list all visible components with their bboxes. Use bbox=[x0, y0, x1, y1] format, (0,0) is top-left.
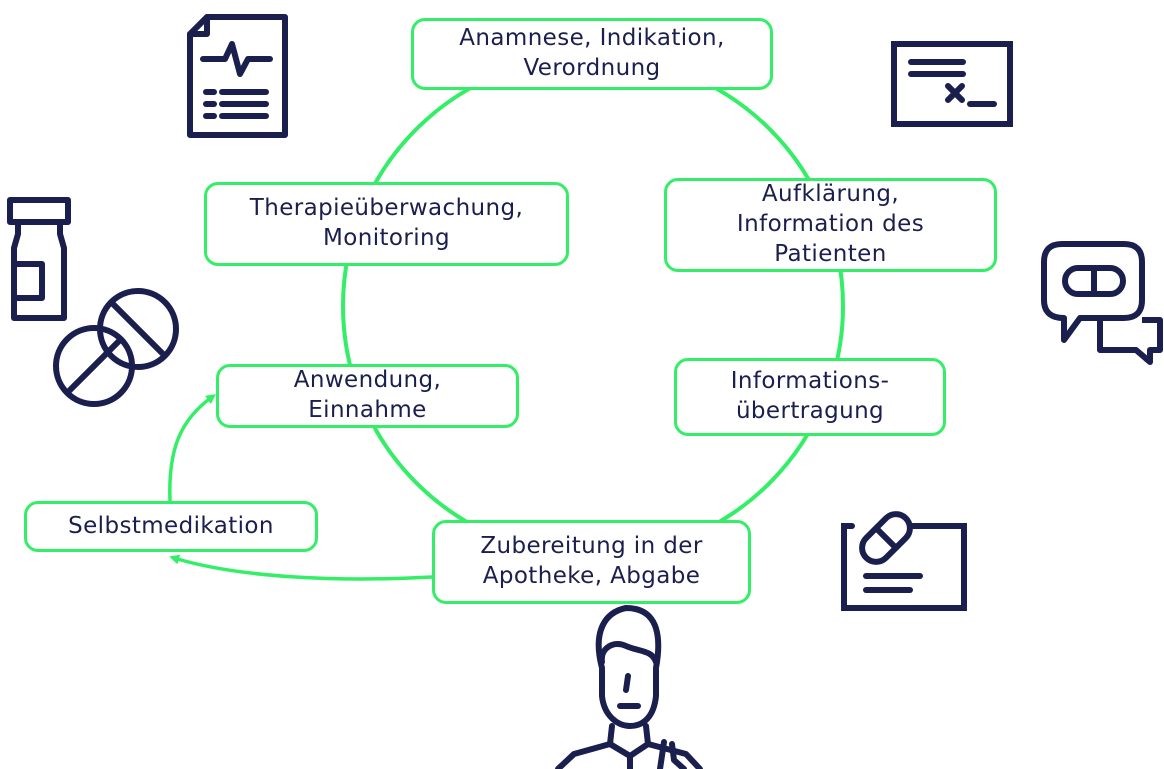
step-label-line: Information des bbox=[736, 211, 925, 238]
prescription-icon bbox=[891, 41, 1013, 127]
step-label-line: Verordnung bbox=[523, 55, 661, 81]
step-label-line: Therapieüberwachung, bbox=[249, 195, 524, 222]
medical-record-icon bbox=[187, 14, 288, 138]
node-selbstmedikation: Selbstmedikation bbox=[24, 501, 318, 552]
pill-document-icon bbox=[841, 511, 967, 611]
step-label-line: Selbstmedikation bbox=[68, 512, 274, 539]
step-label-line: Monitoring bbox=[323, 225, 450, 251]
step-anwendung: Anwendung, Einnahme bbox=[216, 364, 519, 428]
pharmacist-icon bbox=[555, 605, 703, 769]
step-label-line: Aufklärung, bbox=[761, 181, 900, 208]
step-aufklaerung: Aufklärung, Information des Patienten bbox=[664, 178, 997, 272]
step-informationsuebertragung: Informations- übertragung bbox=[674, 358, 946, 436]
step-anamnese: Anamnese, Indikation, Verordnung bbox=[411, 18, 773, 90]
medication-vial-icon bbox=[7, 197, 71, 321]
step-label-line: Anamnese, Indikation, bbox=[459, 25, 725, 52]
pill-chat-icon bbox=[1041, 241, 1163, 365]
step-label-line: Apotheke, Abgabe bbox=[482, 563, 701, 589]
step-label-line: Patienten bbox=[774, 240, 887, 267]
arrow-selbstmedikation-to-anwendung bbox=[168, 394, 217, 502]
cycle-ring bbox=[341, 54, 845, 558]
step-label-line: Einnahme bbox=[308, 397, 427, 423]
step-label-line: übertragung bbox=[735, 398, 885, 424]
arrow-zubereitung-to-selbstmedikation bbox=[169, 554, 433, 581]
step-label-line: Informations- bbox=[730, 368, 890, 395]
pills-icon bbox=[53, 288, 179, 407]
step-zubereitung: Zubereitung in der Apotheke, Abgabe bbox=[432, 520, 751, 604]
step-label-line: Zubereitung in der bbox=[480, 533, 703, 560]
step-therapieueberwachung: Therapieüberwachung, Monitoring bbox=[204, 182, 569, 266]
step-label-line: Anwendung, bbox=[293, 367, 442, 394]
